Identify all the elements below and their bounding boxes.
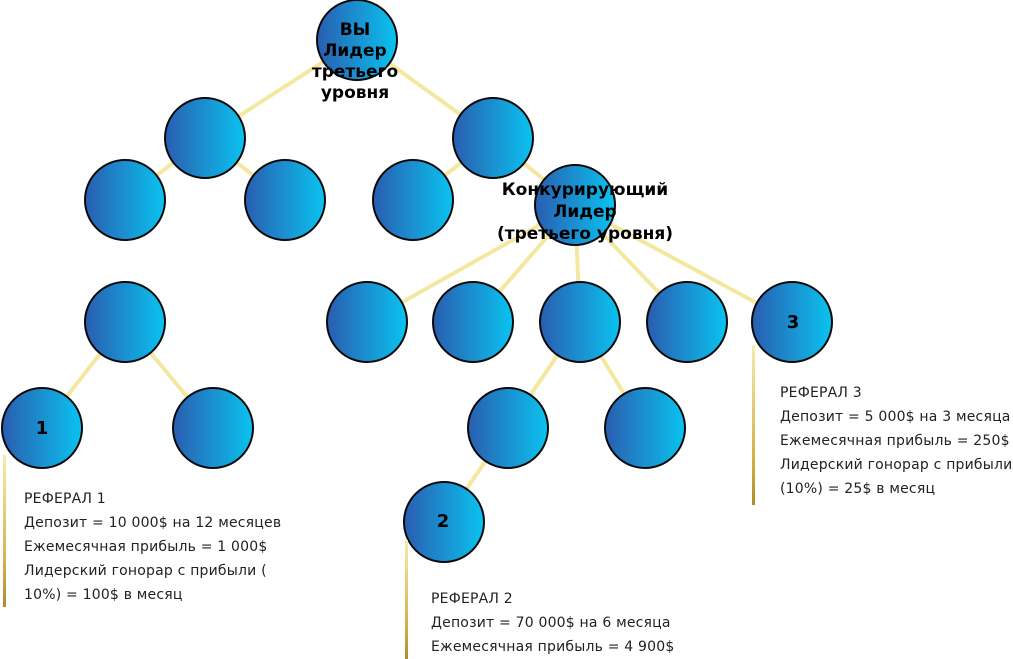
node-r1 (1, 387, 83, 469)
referral-1-deposit: Депозит = 10 000$ на 12 месяцев (24, 515, 282, 531)
referral-1-leader-fee: Лидерский гонорар с прибыли ( (24, 563, 267, 579)
referral-1-number: 1 (35, 418, 49, 439)
node-c2 (432, 281, 514, 363)
node-d1 (467, 387, 549, 469)
referral-3-number: 3 (786, 312, 800, 333)
node-d2 (604, 387, 686, 469)
node-comp (534, 164, 616, 246)
node-c1 (326, 281, 408, 363)
referral-3-deposit: Депозит = 5 000$ на 3 месяца (780, 409, 1011, 425)
referral-3-info: РЕФЕРАЛ 3 Депозит = 5 000$ на 3 месяца Е… (780, 381, 1012, 501)
node-l2c (372, 159, 454, 241)
connector-comp-r3 (574, 203, 793, 324)
referral-3-leader-line (752, 345, 755, 505)
top-node-label: ВЫ Лидер третьего уровня (311, 20, 399, 103)
referral-2-info: РЕФЕРАЛ 2 Депозит = 70 000$ на 6 месяца … (431, 587, 674, 659)
referral-1-info: РЕФЕРАЛ 1 Депозит = 10 000$ на 12 месяце… (24, 487, 281, 607)
referral-3-leader-fee: Лидерский гонорар с прибыли (780, 457, 1013, 473)
node-c4 (646, 281, 728, 363)
referral-3-title: РЕФЕРАЛ 3 (780, 385, 862, 401)
referral-2-monthly-profit: Ежемесячная прибыль = 4 900$ (431, 639, 675, 655)
referral-1-monthly-profit: Ежемесячная прибыль = 1 000$ (24, 539, 268, 555)
referral-3-monthly-profit: Ежемесячная прибыль = 250$ (780, 433, 1010, 449)
referral-3-leader-fee-cont: (10%) = 25$ в месяц (780, 481, 936, 497)
tree-nodes (1, 0, 833, 563)
referral-1-title: РЕФЕРАЛ 1 (24, 491, 106, 507)
node-s1b (172, 387, 254, 469)
node-r2 (403, 481, 485, 563)
node-l2b (244, 159, 326, 241)
node-r3 (751, 281, 833, 363)
node-c3 (539, 281, 621, 363)
node-top (316, 0, 398, 81)
node-s1 (84, 281, 166, 363)
referral-2-deposit: Депозит = 70 000$ на 6 месяца (431, 615, 671, 631)
node-l2a (84, 159, 166, 241)
referral-1-leader-line (3, 455, 6, 607)
referral-2-number: 2 (436, 511, 450, 532)
referral-2-leader-line (405, 540, 408, 659)
competitor-node-label: Конкурирующий Лидер (третьего уровня) (496, 180, 674, 244)
referral-1-leader-fee-cont: 10%) = 100$ в месяц (24, 587, 183, 603)
node-l1a (164, 97, 246, 179)
referral-2-title: РЕФЕРАЛ 2 (431, 591, 513, 607)
node-l1b (452, 97, 534, 179)
